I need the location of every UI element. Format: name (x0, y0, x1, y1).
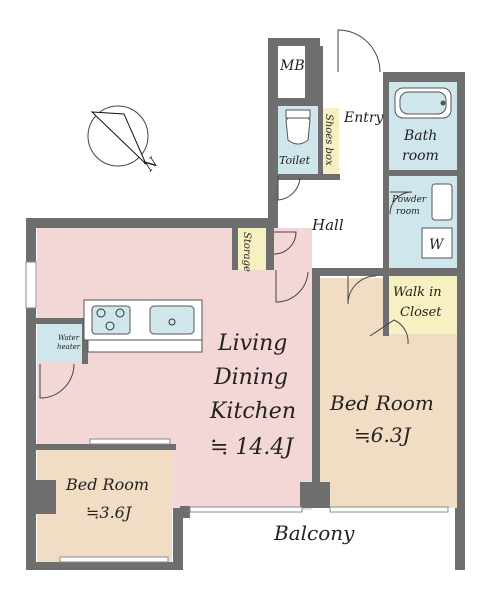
water-heater-floor (37, 322, 82, 362)
storage-door (273, 231, 297, 255)
sink (149, 305, 195, 335)
wall (278, 98, 320, 106)
walk-in-closet-floor (389, 274, 457, 334)
storage-label: Storage (241, 232, 252, 272)
ldk-area: ≒ 14.4J (210, 435, 294, 460)
counter-base (87, 339, 203, 353)
wall (383, 72, 389, 270)
bed-small-area: ≒3.6J (86, 503, 133, 522)
entry-door (337, 29, 381, 73)
bath-label-line2: room (402, 148, 439, 164)
bathtub-drain (440, 100, 446, 106)
bathtub-inner (399, 91, 447, 115)
wall (278, 174, 340, 180)
walk-in-label-line2: Closet (400, 305, 442, 320)
wall (26, 480, 56, 514)
wall (389, 170, 457, 176)
wall (268, 38, 278, 228)
room-labels: MB Entry Toilet Shoes box Bath room Powd… (57, 58, 445, 545)
bedroom-door (347, 275, 377, 305)
kitchen-counter (83, 299, 203, 353)
bedroom-small-floor (37, 450, 172, 565)
wall (173, 508, 183, 570)
heater-door (39, 363, 75, 399)
wall (312, 268, 320, 508)
fixtures (285, 87, 453, 221)
toilet-label: Toilet (279, 154, 311, 167)
washer-box (421, 227, 453, 259)
wall (26, 218, 36, 570)
hall-label: Hall (311, 216, 344, 234)
water-heater-label-line1: Water (58, 334, 80, 342)
drain (168, 318, 176, 326)
mb-label: MB (279, 58, 305, 74)
window (89, 438, 171, 445)
window (189, 506, 303, 513)
powder-door (389, 191, 413, 215)
burner (105, 321, 115, 331)
wall (318, 104, 323, 178)
wall (268, 38, 320, 46)
walk-in-label-line1: Walk in (393, 285, 442, 300)
balcony-label: Balcony (273, 521, 355, 545)
wall (300, 482, 330, 508)
bed-small-name: Bed Room (65, 475, 149, 494)
ldk-door (275, 270, 309, 303)
doors (39, 29, 413, 399)
wall (232, 228, 238, 270)
wall (457, 72, 465, 570)
compass: N (87, 105, 162, 176)
wall (26, 218, 278, 228)
ldk-label-line3: Kitchen (209, 399, 296, 424)
water-heater-label-line2: heater (57, 343, 81, 351)
wall (305, 46, 323, 104)
storage-floor (238, 228, 266, 270)
powder-label-line2: room (396, 207, 420, 217)
wall (82, 318, 88, 364)
toilet-door (277, 176, 301, 201)
wall (455, 508, 465, 570)
shoes-box-label: Shoes box (323, 114, 334, 166)
toilet-tank (285, 109, 311, 119)
burner (96, 308, 106, 318)
walls (26, 38, 465, 570)
burner (115, 308, 125, 318)
closet-door (369, 319, 409, 345)
wall (26, 444, 176, 450)
wall (383, 72, 465, 82)
wall (266, 228, 274, 270)
wall (32, 318, 84, 324)
compass-needle-tail (90, 111, 147, 165)
ldk-label-line2: Dining (213, 365, 288, 390)
windows (25, 261, 449, 563)
bath-label-line1: Bath (403, 128, 437, 144)
window (25, 261, 37, 309)
balcony-floor (182, 512, 458, 560)
wall (383, 270, 389, 336)
window (329, 506, 449, 513)
stove (91, 305, 131, 335)
washbasin (431, 183, 453, 221)
washer-label: W (429, 237, 445, 253)
ldk-label-line1: Living (217, 331, 287, 356)
bed-main-area: ≒6.3J (354, 423, 412, 447)
wall (180, 506, 190, 518)
bed-main-name: Bed Room (329, 391, 434, 415)
entry-label: Entry (343, 110, 385, 126)
window (59, 556, 169, 563)
wall (26, 562, 181, 570)
compass-north-label: N (141, 154, 162, 175)
floors (37, 40, 458, 565)
shoes-box-floor (321, 108, 339, 176)
powder-label-line1: Powder (391, 195, 427, 205)
